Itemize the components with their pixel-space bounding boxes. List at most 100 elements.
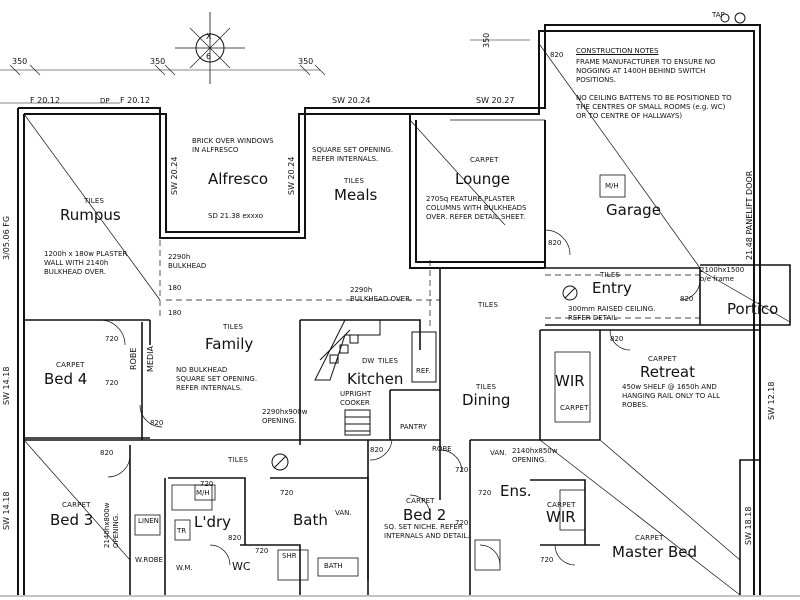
note-linen: LINEN (138, 517, 159, 525)
room-meals: Meals (334, 186, 378, 204)
note-bath-tub: BATH (324, 562, 343, 570)
note-retreat-shelf: 450w SHELF @ 1650h AND HANGING RAIL ONLY… (622, 383, 721, 409)
floor-finish: CARPET (470, 156, 499, 164)
dim-sw1418: SW 14.18 (2, 366, 11, 405)
room-wir: WIR (555, 372, 585, 390)
note-lounge-columns: 270Sq FEATURE PLASTER COLUMNS WITH BULKH… (426, 195, 527, 221)
note-robe: ROBE (432, 445, 452, 453)
note-dishwasher: DW (362, 357, 375, 365)
note-bulkhead-over: 2290h BULKHEAD OVER. (350, 286, 412, 303)
room-bed3: Bed 3 (50, 511, 94, 529)
dim-720: 720 (455, 466, 469, 474)
note-bed2-niche: SQ. SET NICHE. REFER INTERNALS AND DETAI… (384, 523, 470, 540)
garage-frame (134, 174, 626, 581)
dim-sw2024: SW 20.24 (332, 96, 371, 105)
north-arrow-bottom: 6 (206, 52, 212, 61)
north-arrow-icon (175, 12, 245, 84)
room-laundry: L'dry (194, 513, 232, 531)
construction-notes-body: FRAME MANUFACTURER TO ENSURE NO NOGGING … (576, 58, 732, 120)
floor-finish: CARPET (406, 497, 435, 505)
note-raised-ceiling: 300mm RAISED CEILING. REFER DETAIL (568, 305, 656, 322)
note-meals-opening: SQUARE SET OPENING. REFER INTERNALS. (312, 146, 394, 163)
north-arrow-top: X (206, 32, 212, 41)
note-manhole: M/H (196, 489, 210, 497)
dim-sw2024-vertical: SW 20.24 (287, 156, 296, 195)
room-alfresco: Alfresco (208, 170, 269, 188)
dim-180: 180 (168, 284, 182, 292)
note-manhole: M/H (605, 182, 619, 190)
note-shower: SHR (282, 552, 297, 560)
floor-finish: TILES (378, 357, 399, 365)
dim-720: 720 (280, 489, 294, 497)
dim-820: 820 (610, 335, 624, 343)
floor-finish: TILES (478, 301, 499, 309)
panelift-door-label: 21.48 PANELIFT DOOR (745, 170, 754, 260)
dim-sw2024-vertical: SW 20.24 (170, 156, 179, 195)
meter-box-icon (271, 12, 746, 471)
door-swings (99, 229, 701, 566)
note-family-opening: NO BULKHEAD SQUARE SET OPENING. REFER IN… (176, 366, 258, 392)
note-alfresco-sd: SD 21.38 exxxo (208, 212, 264, 220)
note-opening: 2290hx900w OPENING. (262, 408, 308, 425)
dim-350: 350 (12, 57, 28, 66)
tap-label: TAP (712, 11, 725, 19)
dim-sw1218: SW 12.18 (767, 381, 776, 420)
room-portico: Portico (727, 300, 779, 318)
dim-720: 720 (455, 519, 469, 527)
floor-finish: TILES (84, 197, 105, 205)
room-wc: WC (232, 560, 251, 573)
floor-finish: CARPET (648, 355, 677, 363)
dim-350: 350 (150, 57, 166, 66)
exterior-walls (17, 24, 761, 595)
note-media: MEDIA (146, 346, 155, 372)
note-ensuite-opening: 2140hx850w OPENING. (512, 447, 558, 464)
floor-finish: CARPET (560, 404, 589, 412)
room-dining: Dining (462, 391, 511, 409)
note-pantry: PANTRY (400, 423, 427, 431)
room-bed4: Bed 4 (44, 370, 88, 388)
floor-finish: CARPET (635, 534, 664, 542)
room-wir: WIR (546, 508, 576, 526)
note-bed3-opening: 2140hx800w OPENING. (103, 502, 120, 548)
floor-finish: TILES (600, 271, 621, 279)
room-retreat: Retreat (640, 363, 695, 381)
dim-720: 720 (255, 547, 269, 555)
floor-finish: CARPET (56, 361, 85, 369)
note-bulkhead: 2290h BULKHEAD (168, 253, 207, 270)
downpipe-label: DP (100, 97, 110, 105)
dim-720: 720 (105, 335, 119, 343)
floor-finish: TILES (228, 456, 249, 464)
dim-820: 820 (370, 446, 384, 454)
floor-finish: TILES (344, 177, 365, 185)
room-master-bed: Master Bed (612, 543, 698, 561)
dim-820: 820 (550, 51, 564, 59)
dim-720: 720 (200, 480, 214, 488)
dim-820: 820 (548, 239, 562, 247)
dim-720: 720 (105, 379, 119, 387)
dim-sw1418: SW 14.18 (2, 491, 11, 530)
note-fridge: REF. (416, 367, 431, 375)
note-robe: ROBE (129, 347, 138, 370)
floor-finish: TILES (223, 323, 244, 331)
dim-720: 720 (540, 556, 554, 564)
floor-finish: TILES (476, 383, 497, 391)
note-portico-frame: 2100hx1500 o/e frame (700, 266, 745, 283)
note-wrobe: W.ROBE (135, 556, 163, 564)
room-ensuite: Ens. (500, 482, 532, 500)
dimension-lines (0, 39, 800, 597)
dim-720: 720 (478, 489, 492, 497)
floor-finish: CARPET (547, 501, 576, 509)
room-bed2: Bed 2 (403, 506, 447, 524)
dim-820: 820 (150, 419, 164, 427)
note-vanity: VAN. (335, 509, 352, 517)
dim-f2012: F 20.12 (120, 96, 151, 105)
bulkhead-lines (159, 240, 700, 330)
note-vanity: VAN. (490, 449, 507, 457)
room-bath: Bath (293, 511, 328, 529)
dim-180: 180 (168, 309, 182, 317)
floor-finish: CARPET (62, 501, 91, 509)
room-garage: Garage (606, 201, 661, 219)
note-rumpus-wall: 1200h x 180w PLASTER WALL WITH 2140h BUL… (44, 250, 128, 276)
dim-350: 350 (298, 57, 314, 66)
